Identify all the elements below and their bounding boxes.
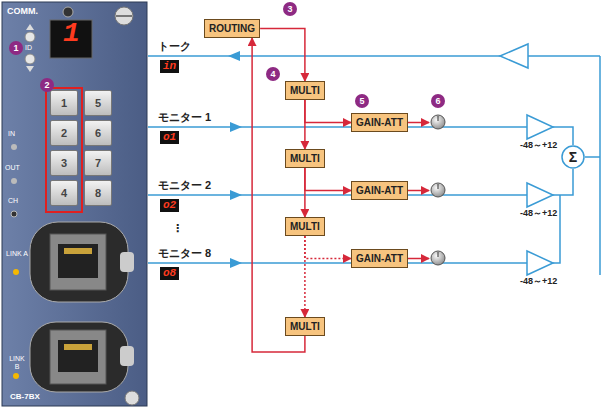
signal-connector	[305, 168, 351, 191]
module-panel	[2, 2, 147, 406]
node-text: MULTI	[290, 221, 320, 232]
node-text: 2	[61, 127, 67, 139]
gain-range: -48～+12	[520, 207, 557, 220]
display-icon: o1	[160, 131, 179, 144]
channel-button: 8	[84, 180, 112, 206]
arrowheads	[228, 51, 242, 268]
node-text: MULTI	[290, 85, 320, 96]
led-label: IN	[8, 130, 15, 137]
led-label: CH	[8, 197, 18, 204]
callout-number: 6	[431, 94, 445, 108]
display-icon: o8	[160, 267, 179, 280]
button-label: ID	[25, 44, 32, 51]
signal-lines	[148, 44, 600, 275]
led-label: OUT	[5, 164, 20, 171]
node-text: 7	[95, 157, 101, 169]
node-text: 6	[95, 127, 101, 139]
channel-button: 6	[84, 120, 112, 146]
callout-number: 2	[40, 78, 54, 92]
node-text: 1	[61, 97, 67, 109]
channel-button: 1	[50, 90, 78, 116]
process-box: GAIN-ATT	[351, 181, 408, 200]
display-icon: o2	[160, 199, 179, 212]
signal-connector	[260, 29, 305, 82]
channel-button: 7	[84, 150, 112, 176]
node-text: MULTI	[290, 321, 320, 332]
callout-number: 3	[283, 2, 297, 16]
ellipsis: ⋮	[172, 222, 183, 235]
node-text: Σ	[569, 149, 577, 165]
node-text: GAIN-ATT	[356, 185, 403, 196]
callout-number: 1	[9, 41, 23, 55]
process-box: MULTI	[285, 149, 325, 168]
module-name: COMM.	[7, 6, 38, 16]
gain-range: -48～+12	[520, 139, 557, 152]
process-box: GAIN-ATT	[351, 249, 408, 268]
port-label: LINK A	[6, 250, 28, 258]
signal-name: モニター 8	[158, 246, 211, 261]
gain-range: -48～+12	[520, 275, 557, 288]
signal-name: モニター 2	[158, 178, 211, 193]
process-box: ROUTING	[204, 19, 260, 38]
display-icon: in	[160, 60, 179, 73]
sum-circle: Σ	[561, 145, 585, 169]
channel-button: 4	[50, 180, 78, 206]
node-text: 4	[61, 187, 67, 199]
channel-button: 5	[84, 90, 112, 116]
signal-connector	[305, 236, 351, 259]
model-name: CB-7BX	[10, 392, 40, 401]
callout-number: 4	[266, 67, 280, 81]
module-panel: COMM.CB-7BX12345678	[2, 2, 147, 406]
knob-arrow	[408, 258, 429, 260]
channel-button: 2	[50, 120, 78, 146]
node-text: 5	[95, 97, 101, 109]
port-label: LINK B	[6, 355, 28, 371]
knobs	[431, 115, 445, 265]
knob-arrow	[408, 122, 429, 124]
callout-number: 5	[355, 94, 369, 108]
node-text: 3	[61, 157, 67, 169]
process-box: GAIN-ATT	[351, 113, 408, 132]
node-text: MULTI	[290, 153, 320, 164]
signal-name: トーク	[158, 39, 191, 54]
signal-connector	[305, 100, 351, 123]
node-text: GAIN-ATT	[356, 117, 403, 128]
process-box: MULTI	[285, 81, 325, 100]
node-text: 8	[95, 187, 101, 199]
node-text: GAIN-ATT	[356, 253, 403, 264]
process-box: MULTI	[285, 217, 325, 236]
node-text: ROUTING	[209, 23, 255, 34]
seg-digit: 1	[63, 17, 80, 51]
signal-name: モニター 1	[158, 110, 211, 125]
process-box: MULTI	[285, 317, 325, 336]
channel-button: 3	[50, 150, 78, 176]
knob-arrow	[408, 190, 429, 192]
